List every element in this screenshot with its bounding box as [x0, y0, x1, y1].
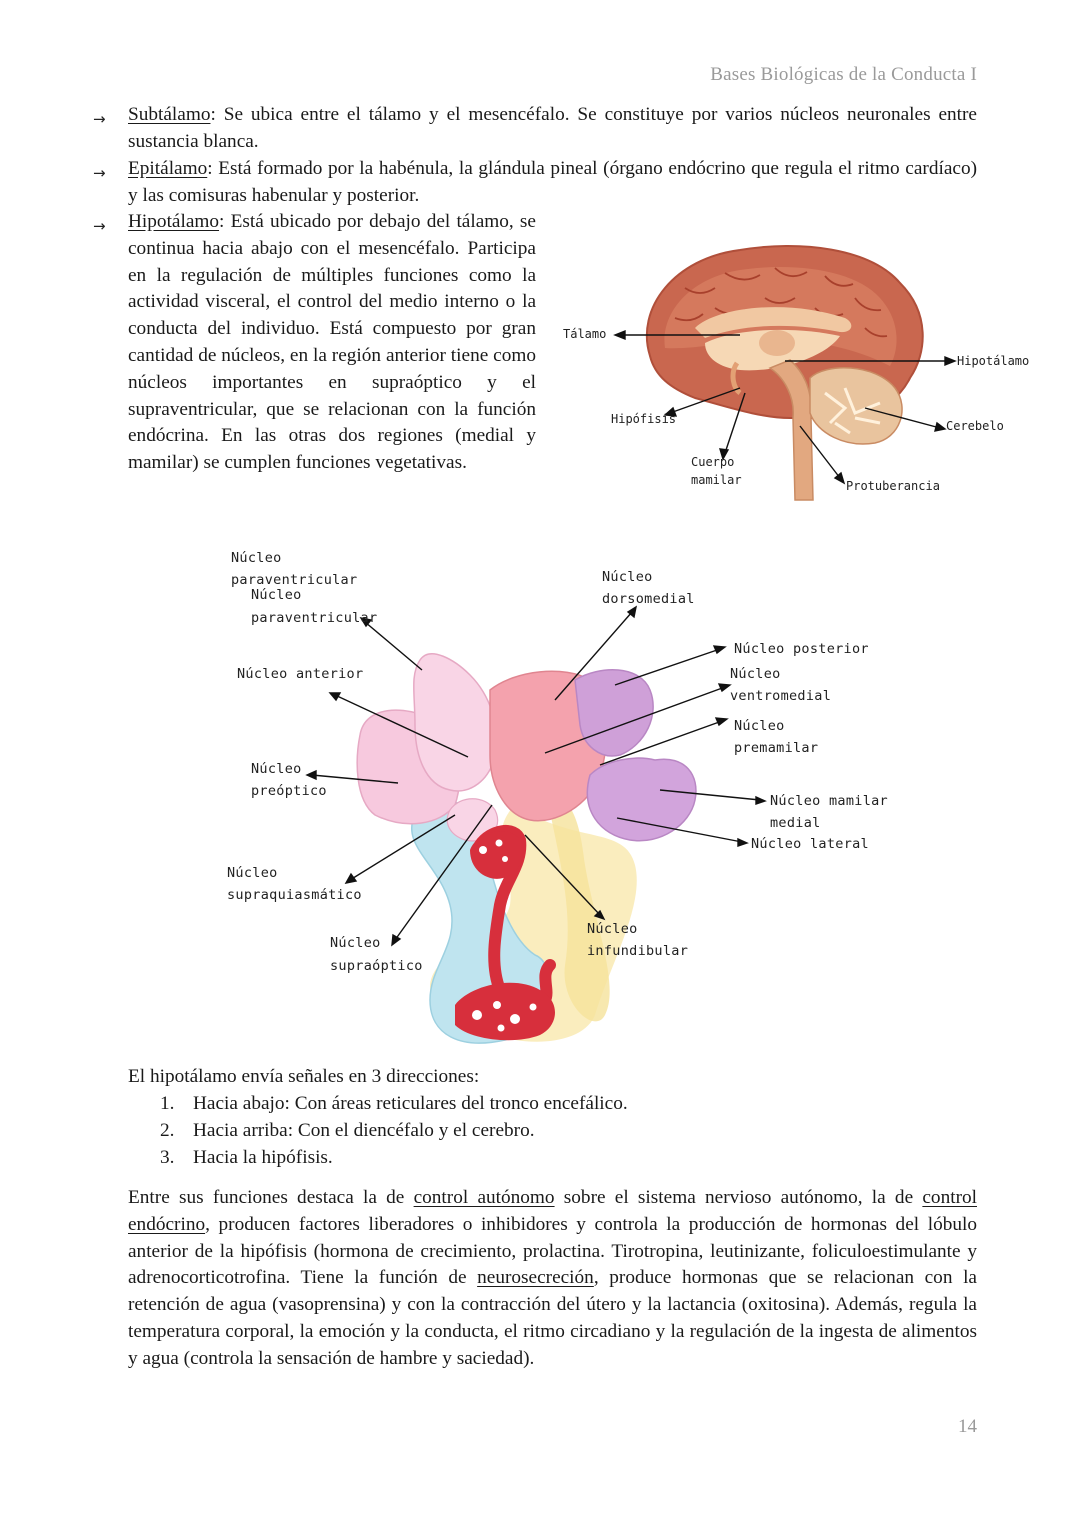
page-header-title: Bases Biológicas de la Conducta I [710, 64, 977, 85]
list-item: 3. Hacia la hipófisis. [160, 1145, 628, 1172]
label-cerebelo: Cerebelo [946, 419, 1004, 433]
label-anterior: Núcleo anterior [237, 666, 363, 682]
bullet-arrow: → [93, 164, 106, 182]
list-number: 1. [160, 1093, 175, 1114]
functions-paragraph: Entre sus funciones destaca la de contro… [128, 1185, 977, 1373]
term-epitalamo: Epitálamo [128, 158, 208, 179]
list-text: Hacia arriba: Con el diencéfalo y el cer… [193, 1119, 535, 1141]
functions-text-1: Entre sus funciones destaca la de [128, 1187, 414, 1208]
subtalamo-paragraph: Subtálamo: Se ubica entre el tálamo y el… [128, 102, 977, 156]
hipotalamo-text: : Está ubicado por debajo del tálamo, se… [128, 211, 536, 474]
label-supraoptico-line1: Núcleo [330, 935, 381, 951]
label-cuerpo-mamilar-line1: Cuerpo [691, 455, 734, 469]
list-item: 2. Hacia arriba: Con el diencéfalo y el c… [160, 1118, 628, 1145]
label-ventromedial-line2: ventromedial [730, 688, 831, 704]
label-posterior: Núcleo posterior [734, 641, 869, 657]
label-paraventricular-b-line1: Núcleo [251, 587, 302, 603]
label-premamilar-line2: premamilar [734, 740, 818, 756]
label-cuerpo-mamilar-line2: mamilar [691, 473, 742, 487]
label-paraventricular-b-line2: paraventricular [251, 610, 377, 626]
label-dorsomedial-line1: Núcleo [602, 569, 653, 585]
label-supraoptico-line2: supraóptico [330, 958, 423, 974]
list-item: 1. Hacia abajo: Con áreas reticulares del… [160, 1091, 628, 1118]
bullet-arrow: → [93, 217, 106, 235]
label-supraquiasmatico-line1: Núcleo [227, 865, 278, 881]
label-preoptico-line1: Núcleo [251, 761, 302, 777]
label-infundibular-line1: Núcleo [587, 921, 638, 937]
label-supraquiasmatico-line2: supraquiasmático [227, 887, 362, 903]
subtalamo-text: : Se ubica entre el tálamo y el mesencéf… [128, 104, 977, 152]
hypothalamic-nuclei-figure: Núcleo paraventricular Núcleo paraventri… [227, 550, 888, 1044]
label-mamilar-medial-line2: medial [770, 815, 821, 831]
list-number: 3. [160, 1146, 175, 1168]
label-dorsomedial-line2: dorsomedial [602, 591, 695, 607]
label-talamo: Tálamo [563, 327, 606, 341]
label-mamilar-medial-line1: Núcleo mamilar [770, 793, 888, 809]
label-preoptico-line2: preóptico [251, 783, 327, 799]
label-paraventricular-a-line2: paraventricular [231, 572, 357, 588]
label-hipofisis: Hipófisis [611, 412, 676, 426]
list-text: Hacia la hipófisis. [193, 1146, 333, 1168]
functions-text-2: sobre el sistema nervioso autónomo, la d… [554, 1187, 923, 1208]
term-control-autonomo: control autónomo [413, 1187, 555, 1208]
bullet-arrow: → [93, 110, 106, 128]
brain-sagittal-figure: Tálamo Hipotálamo Hipófisis Cerebelo Cue… [563, 245, 1029, 501]
term-neurosecrecion: neurosecreción [477, 1267, 594, 1289]
brain-illustration [645, 245, 924, 501]
term-hipotalamo: Hipotálamo [128, 211, 220, 232]
label-premamilar-line1: Núcleo [734, 718, 785, 734]
epitalamo-text: : Está formado por la habénula, la glánd… [128, 158, 977, 206]
term-control-endocrino: control endócrino [128, 1187, 977, 1235]
functions-text-4: , produce hormonas que se relacionan con… [128, 1267, 977, 1369]
signals-intro: El hipotálamo envía señales en 3 direcci… [128, 1066, 480, 1087]
label-paraventricular-a-line1: Núcleo [231, 550, 282, 566]
label-ventromedial-line1: Núcleo [730, 666, 781, 682]
label-hipotalamo: Hipotálamo [957, 354, 1029, 368]
signals-list: 1. Hacia abajo: Con áreas reticulares del… [160, 1091, 628, 1171]
hipotalamo-paragraph: Hipotálamo: Está ubicado por debajo del … [128, 209, 536, 477]
epitalamo-paragraph: Epitálamo: Está formado por la habénula,… [128, 156, 977, 210]
label-protuberancia: Protuberancia [846, 479, 940, 493]
list-text: Hacia abajo: Con áreas reticulares del t… [193, 1093, 628, 1114]
nuclei-illustration [356, 653, 697, 1044]
label-lateral: Núcleo lateral [751, 836, 869, 852]
term-subtalamo: Subtálamo [128, 104, 211, 125]
list-number: 2. [160, 1119, 175, 1141]
page-number: 14 [958, 1416, 977, 1437]
functions-text-3: , producen factores liberadores o inhibi… [128, 1213, 977, 1289]
label-infundibular-line2: infundibular [587, 943, 688, 959]
